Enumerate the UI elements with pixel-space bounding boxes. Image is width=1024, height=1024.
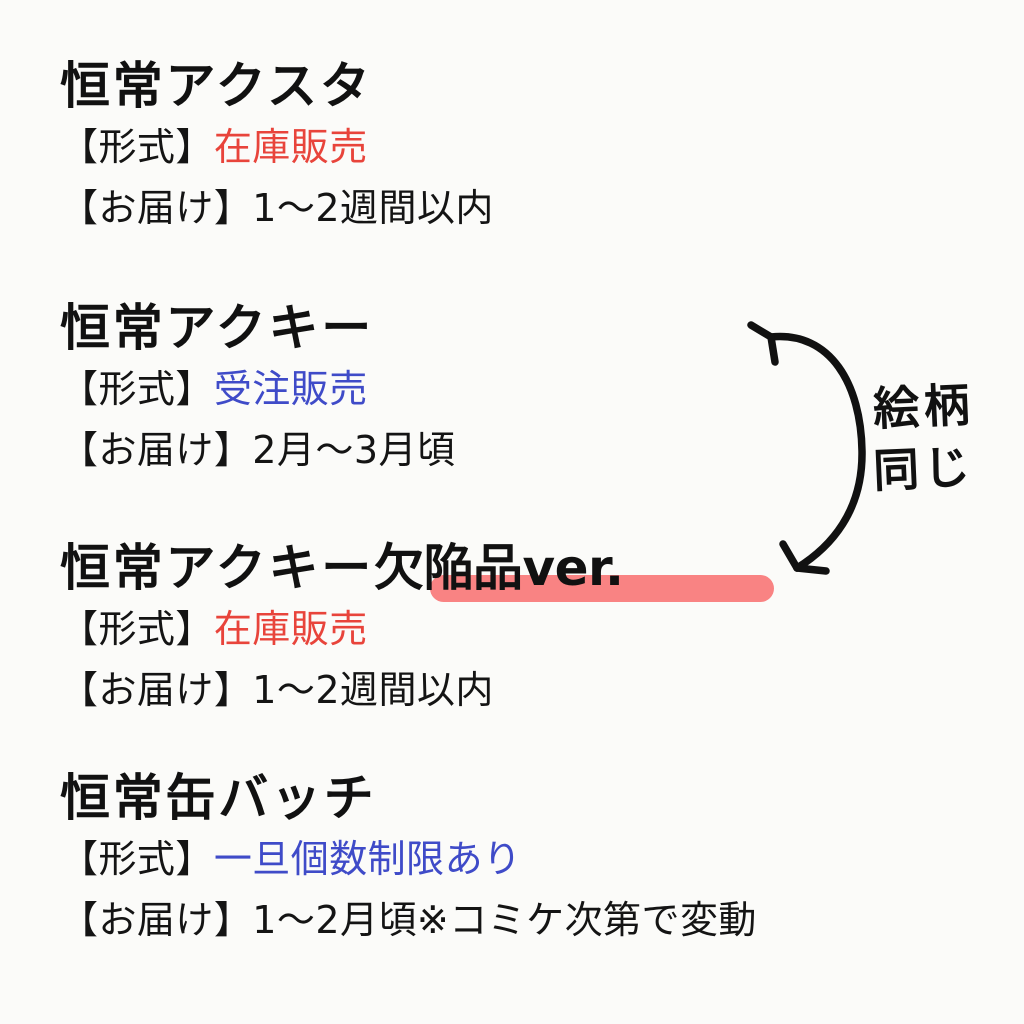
- product-4-format-line: 【形式】一旦個数制限あり: [60, 826, 757, 887]
- product-2-delivery-line: 【お届け】2月～3月頃: [60, 417, 455, 478]
- product-block-3: 恒常アクキー欠陥品ver. 【形式】在庫販売 【お届け】1～2週間以内: [60, 540, 624, 719]
- delivery-value-1: 1～2週間以内: [252, 186, 494, 231]
- annotation-line-1: 絵柄: [871, 377, 976, 436]
- product-title-2-text: 恒常アクキー: [60, 299, 374, 357]
- delivery-label-4: 【お届け】: [60, 898, 253, 943]
- product-block-4: 恒常缶バッチ 【形式】一旦個数制限あり 【お届け】1～2月頃※コミケ次第で変動: [60, 770, 757, 949]
- product-title-4-text: 恒常缶バッチ: [60, 769, 377, 827]
- product-1-format-line: 【形式】在庫販売: [60, 114, 494, 175]
- product-4-delivery-line: 【お届け】1～2月頃※コミケ次第で変動: [60, 887, 757, 948]
- format-label-1: 【形式】: [60, 125, 214, 169]
- product-title-3-text: 恒常アクキー: [60, 539, 374, 597]
- delivery-label-3: 【お届け】: [60, 668, 253, 713]
- product-title-2: 恒常アクキー: [60, 300, 455, 356]
- product-3-format-line: 【形式】在庫販売: [60, 596, 624, 657]
- product-title-4: 恒常缶バッチ: [60, 770, 757, 826]
- delivery-value-3: 1～2週間以内: [252, 668, 494, 713]
- product-title-3: 恒常アクキー欠陥品ver.: [60, 540, 624, 596]
- product-title-1-text: 恒常アクスタ: [60, 57, 373, 115]
- product-2-format-line: 【形式】受注販売: [60, 356, 455, 417]
- product-block-1: 恒常アクスタ 【形式】在庫販売 【お届け】1～2週間以内: [60, 58, 494, 237]
- delivery-label-2: 【お届け】: [60, 428, 253, 473]
- product-3-delivery-line: 【お届け】1～2週間以内: [60, 657, 624, 718]
- format-value-2: 受注販売: [213, 367, 368, 411]
- double-headed-curved-arrow-icon: [747, 321, 866, 575]
- format-value-1: 在庫販売: [213, 125, 368, 169]
- format-value-3: 在庫販売: [213, 607, 368, 651]
- format-value-4: 一旦個数制限あり: [213, 837, 522, 881]
- annotation-group: 絵柄 同じ: [735, 315, 1024, 585]
- delivery-label-1: 【お届け】: [60, 186, 253, 231]
- format-label-3: 【形式】: [60, 607, 214, 651]
- product-1-delivery-line: 【お届け】1～2週間以内: [60, 175, 494, 236]
- delivery-value-4: 1～2月頃※コミケ次第で変動: [252, 898, 757, 943]
- product-block-2: 恒常アクキー 【形式】受注販売 【お届け】2月～3月頃: [60, 300, 455, 479]
- product-title-3-highlighted-text: 欠陥品ver.: [374, 539, 624, 597]
- delivery-value-2: 2月～3月頃: [252, 428, 456, 473]
- annotation-line-2: 同じ: [871, 439, 976, 498]
- format-label-2: 【形式】: [60, 367, 214, 411]
- format-label-4: 【形式】: [60, 837, 214, 881]
- product-title-1: 恒常アクスタ: [60, 58, 494, 114]
- pink-highlight-stroke: [430, 575, 774, 602]
